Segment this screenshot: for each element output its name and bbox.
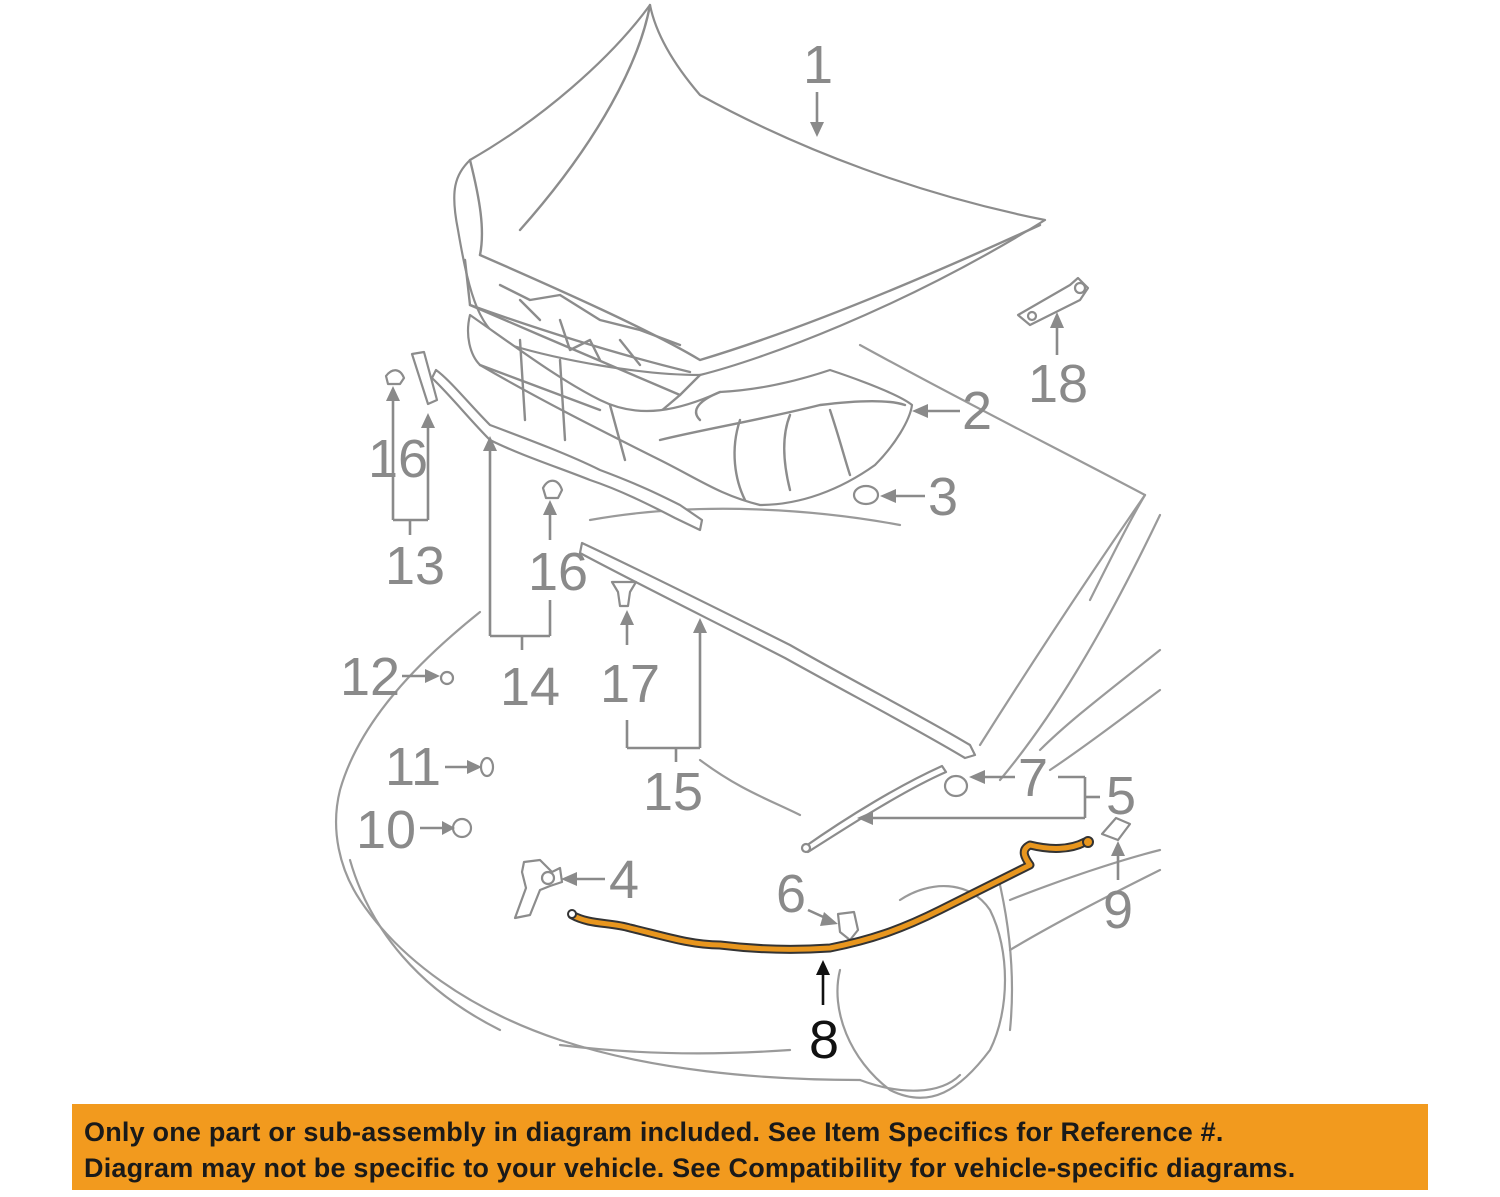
callout-18: 18 (1028, 354, 1088, 414)
hood-hinge (1016, 276, 1090, 327)
weatherstrip-clip (610, 580, 638, 608)
hood-parts-diagram: 1 2 3 18 16 13 16 14 17 15 12 11 10 4 6 … (334, 3, 1162, 1099)
fastener-12 (439, 670, 455, 686)
callout-11: 11 (385, 737, 441, 797)
callout-16-middle: 16 (528, 542, 588, 602)
hood-insulator (466, 313, 914, 507)
vehicle-body-outline (334, 343, 1162, 1099)
prop-rod-grommet (943, 774, 969, 798)
callout-labels: 1 2 3 18 16 13 16 14 17 15 12 11 10 4 6 … (340, 35, 1136, 1070)
callout-5: 5 (1106, 766, 1136, 826)
hood-latch (513, 858, 564, 920)
prop-rod (800, 764, 948, 854)
retainer-clip-middle (541, 479, 564, 500)
disclaimer-line-2: Diagram may not be specific to your vehi… (84, 1153, 1296, 1183)
callout-15: 15 (643, 762, 703, 822)
retainer-clip-upper (384, 369, 406, 386)
callout-9: 9 (1103, 880, 1133, 940)
disclaimer-banner: Only one part or sub-assembly in diagram… (72, 1104, 1428, 1190)
hood-weatherstrip (578, 541, 977, 760)
callout-2: 2 (962, 381, 992, 441)
plug-10 (451, 817, 473, 839)
disclaimer-line-1: Only one part or sub-assembly in diagram… (84, 1117, 1224, 1147)
callout-8: 8 (809, 1010, 839, 1070)
hood-release-cable (567, 836, 1094, 954)
hood-side-seal (410, 350, 439, 406)
callout-4: 4 (609, 850, 639, 910)
callout-6: 6 (776, 864, 806, 924)
release-handle (836, 910, 860, 942)
callout-12: 12 (340, 647, 400, 707)
fastener-11 (479, 756, 495, 778)
callout-1: 1 (803, 35, 833, 95)
hood-panel (453, 3, 1047, 414)
hood-bumper (852, 484, 880, 506)
leader-lines (386, 92, 1125, 1005)
callout-3: 3 (928, 467, 958, 527)
callout-16-upper: 16 (368, 429, 428, 489)
callout-10: 10 (356, 800, 416, 860)
callout-14: 14 (500, 657, 560, 717)
callout-13: 13 (385, 536, 445, 596)
callout-17: 17 (600, 654, 660, 714)
callout-7: 7 (1018, 748, 1048, 808)
cable-clip (1100, 816, 1132, 842)
